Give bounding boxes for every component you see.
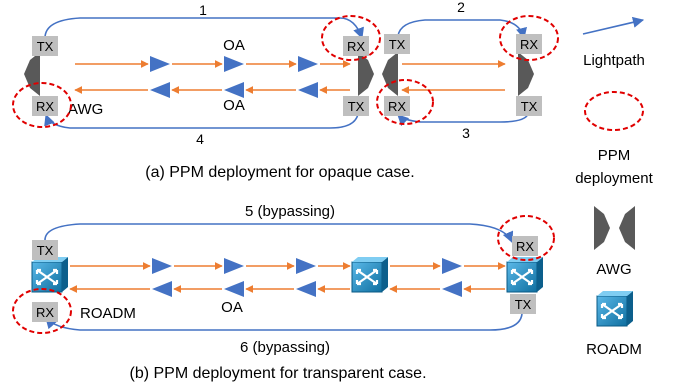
- amplifier-icon: [150, 82, 170, 98]
- tx-port: [516, 96, 542, 116]
- caption-transparent: (b) PPM deployment for transparent case.: [129, 365, 426, 382]
- path-label-6: 6 (bypassing): [240, 339, 330, 356]
- lightpath-arrow-icon: [582, 16, 645, 35]
- tx-port: [32, 240, 58, 260]
- lightpath-5: [44, 223, 514, 244]
- caption-opaque: (a) PPM deployment for opaque case.: [145, 164, 414, 181]
- awg-icon: [358, 52, 374, 96]
- rx-port: [516, 34, 542, 54]
- legend-awg-label: AWG: [596, 261, 631, 278]
- roadm-icon: [505, 255, 545, 294]
- roadm-icon: [30, 255, 70, 294]
- tx-port-label: TX: [521, 99, 538, 114]
- amplifier-icon: [224, 281, 244, 297]
- rx-port-label: RX: [520, 37, 538, 52]
- tx-port-label: TX: [37, 39, 54, 54]
- amplifier-icon: [224, 258, 244, 274]
- legend-ppm-label: PPM: [598, 147, 631, 164]
- amplifier-icon: [442, 281, 462, 297]
- legend: Lightpath PPM deployment AWG ROADM: [575, 16, 654, 358]
- amplifier-icon: [150, 56, 170, 72]
- rx-port-label: RX: [36, 305, 54, 320]
- ppm-ellipse-icon: [12, 288, 72, 334]
- amplifier-icon: [224, 56, 244, 72]
- path-label-3: 3: [462, 125, 470, 141]
- amplifier-icon: [152, 258, 172, 274]
- ppm-ellipse-icon: [12, 82, 72, 128]
- amplifier-icon: [296, 281, 316, 297]
- path-label-4: 4: [196, 131, 204, 147]
- rx-port-label: RX: [516, 239, 534, 254]
- tx-port: [384, 34, 410, 54]
- tx-port-label: TX: [515, 297, 532, 312]
- tx-port: [510, 294, 536, 314]
- rx-port: [512, 236, 538, 256]
- ppm-ellipse-icon: [584, 91, 644, 131]
- ppm-ellipse-icon: [321, 15, 381, 61]
- rx-port: [32, 96, 58, 116]
- lightpath-6: [45, 313, 523, 331]
- tx-port-label: TX: [348, 99, 365, 114]
- oa-label: OA: [221, 299, 243, 316]
- tx-port: [32, 36, 58, 56]
- path-label-1: 1: [199, 2, 207, 18]
- roadm-label: ROADM: [80, 305, 136, 322]
- ppm-ellipse-icon: [497, 215, 555, 261]
- tx-port-label: TX: [389, 37, 406, 52]
- awg-icon: [619, 206, 635, 250]
- awg-icon: [594, 206, 610, 250]
- amplifier-icon: [296, 258, 316, 274]
- lightpath-2: [397, 19, 527, 40]
- legend-deployment-label: deployment: [575, 170, 653, 187]
- ppm-ellipse-icon: [376, 79, 434, 125]
- rx-port: [32, 302, 58, 322]
- legend-lightpath-label: Lightpath: [583, 52, 645, 69]
- rx-port-label: RX: [347, 39, 365, 54]
- legend-roadm-label: ROADM: [586, 341, 642, 358]
- rx-port: [343, 36, 369, 56]
- awg-icon: [382, 52, 398, 96]
- tx-port-label: TX: [37, 243, 54, 258]
- rx-port: [384, 96, 410, 116]
- awg-icon: [24, 52, 40, 96]
- oa-label: OA: [223, 37, 245, 54]
- path-label-2: 2: [457, 0, 465, 15]
- roadm-icon: [350, 255, 390, 294]
- opaque-section: 1 2 4 3: [12, 0, 559, 181]
- path-label-5: 5 (bypassing): [245, 203, 335, 220]
- amplifier-icon: [224, 82, 244, 98]
- oa-label: OA: [223, 97, 245, 114]
- rx-port-label: RX: [388, 99, 406, 114]
- lightpath-3: [397, 113, 529, 127]
- tx-port: [343, 96, 369, 116]
- ppm-ellipse-icon: [499, 15, 559, 61]
- rx-port-label: RX: [36, 99, 54, 114]
- amplifier-icon: [152, 281, 172, 297]
- lightpath-4: [44, 113, 359, 129]
- awg-label: AWG: [68, 101, 103, 118]
- amplifier-icon: [298, 56, 318, 72]
- transparent-section: 5 (bypassing) 6 (bypassing): [12, 203, 555, 382]
- amplifier-icon: [442, 258, 462, 274]
- amplifier-icon: [298, 82, 318, 98]
- lightpath-1: [44, 17, 364, 40]
- roadm-icon: [595, 289, 635, 328]
